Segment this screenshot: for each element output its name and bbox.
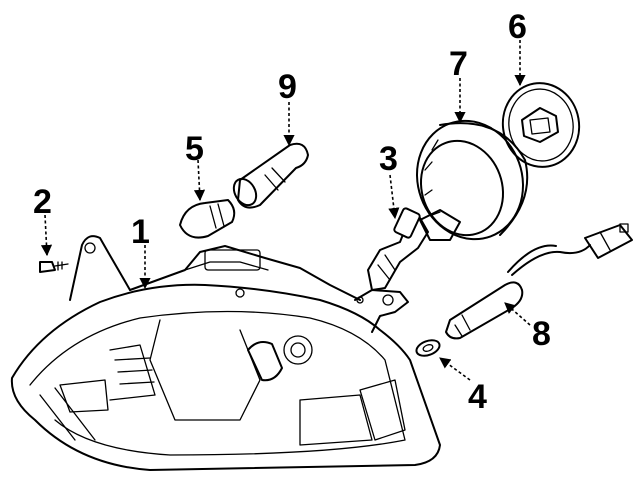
retaining-ring [416,119,529,241]
callout-4: 4 [468,378,487,416]
callout-8: 8 [532,315,551,353]
callout-2: 2 [33,183,52,221]
bulb [367,207,461,291]
gasket [415,339,441,357]
socket-harness [445,223,633,340]
headlamp-assembly [10,235,441,471]
small-bulb [179,199,236,239]
socket [232,142,309,209]
callout-7: 7 [449,45,468,83]
callout-6: 6 [508,8,527,46]
callout-arrows [40,40,531,381]
screw [39,261,69,273]
callout-5: 5 [185,130,204,168]
cover-cap [501,82,581,168]
callout-9: 9 [278,68,297,106]
callout-labels: 1 2 3 4 5 6 7 8 9 [33,8,551,416]
callout-1: 1 [131,213,150,251]
callout-3: 3 [379,140,398,178]
